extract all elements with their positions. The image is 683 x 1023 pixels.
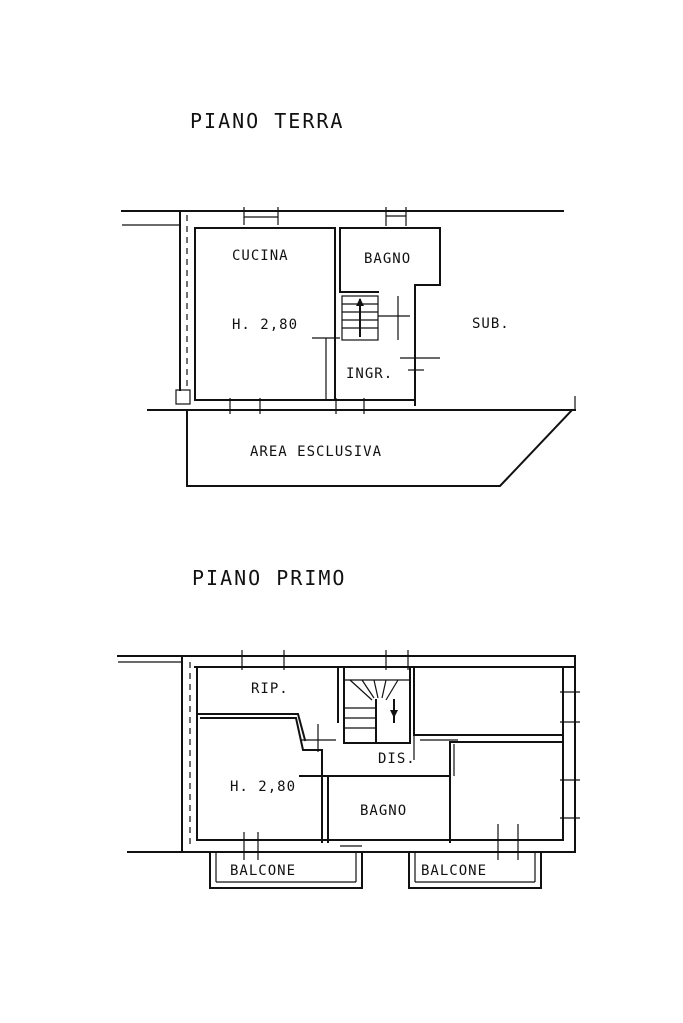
ground-bathroom-label: BAGNO [364, 251, 411, 267]
exclusive-area [186, 408, 574, 487]
exclusive-area-label: AREA ESCLUSIVA [250, 444, 382, 460]
left-balcony-label: BALCONE [230, 863, 296, 879]
ground-floor-title: PIANO TERRA [190, 109, 344, 133]
entrance-label: INGR. [346, 366, 393, 382]
kitchen-label: CUCINA [232, 248, 289, 264]
kitchen-height-label: H. 2,80 [232, 317, 298, 333]
first-floor-title: PIANO PRIMO [192, 566, 346, 590]
first-stairs [343, 666, 411, 744]
ground-floor-plan [121, 207, 576, 487]
right-balcony [408, 851, 542, 889]
ground-stairs [341, 295, 379, 341]
bathroom-wall [339, 227, 441, 406]
bedroom-height-label: H. 2,80 [230, 779, 296, 795]
first-floor-plan [117, 650, 580, 889]
storage-label: RIP. [251, 681, 289, 697]
landing-label: DIS. [378, 751, 416, 767]
right-balcony-label: BALCONE [421, 863, 487, 879]
left-balcony [209, 851, 363, 889]
first-bathroom-label: BAGNO [360, 803, 407, 819]
sub-label: SUB. [472, 316, 510, 332]
